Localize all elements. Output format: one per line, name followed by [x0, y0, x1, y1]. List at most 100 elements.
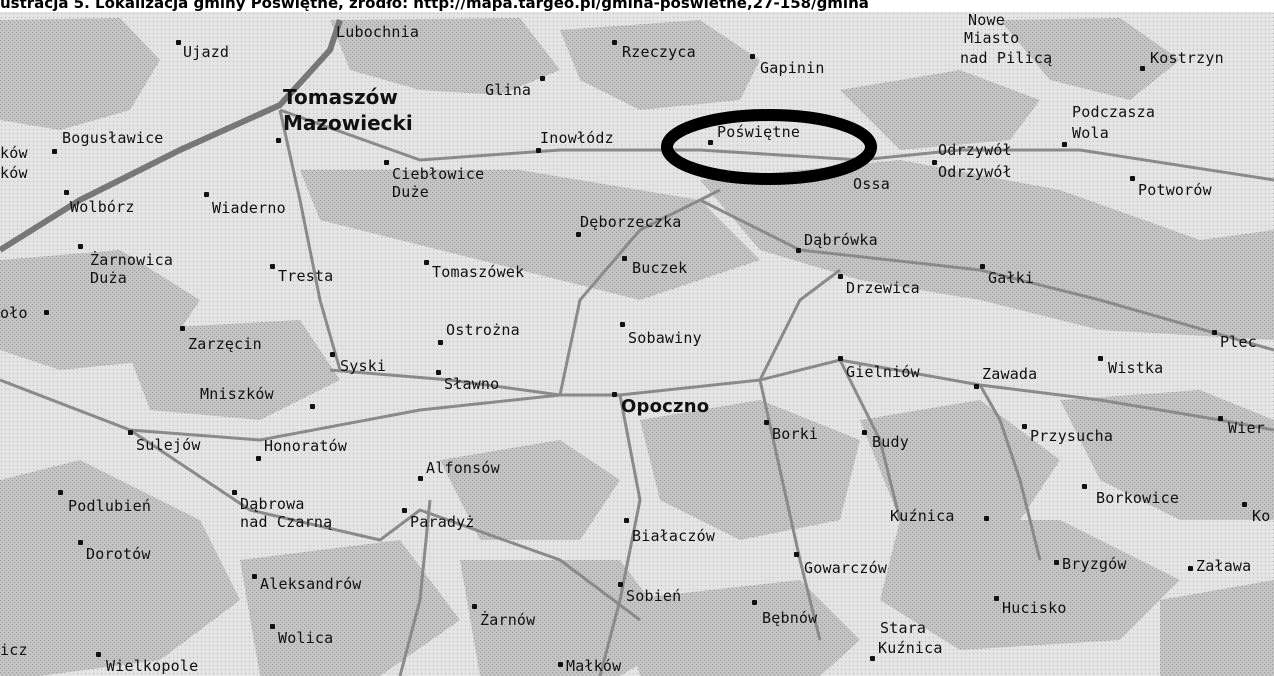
place-label-gapinin[interactable]: Gapinin [760, 59, 825, 77]
place-label-galki[interactable]: Gałki [988, 269, 1035, 287]
place-label-slawno[interactable]: Sławno [444, 375, 500, 393]
place-marker [624, 518, 629, 523]
place-label-wistka[interactable]: Wistka [1108, 359, 1164, 377]
place-label-bialaczow[interactable]: Białaczów [632, 527, 716, 545]
place-marker [1212, 330, 1217, 335]
place-label-zarzecin[interactable]: Zarzęcin [188, 335, 262, 353]
place-marker [1130, 176, 1135, 181]
place-label-budy[interactable]: Budy [872, 433, 909, 451]
place-label-wiaderno[interactable]: Wiaderno [212, 199, 286, 217]
place-label-wielkopole[interactable]: Wielkopole [106, 657, 199, 675]
place-label-nowe-miasto-3[interactable]: nad Pilicą [960, 49, 1053, 67]
place-label-wolica[interactable]: Wolica [278, 629, 334, 647]
place-label-tomaszow-2[interactable]: Mazowiecki [283, 111, 413, 135]
place-label-odrzywol[interactable]: Odrzywół [938, 141, 1012, 159]
place-label-paradyz[interactable]: Paradyż [410, 513, 475, 531]
place-label-aleksandrow[interactable]: Aleksandrów [260, 575, 362, 593]
place-label-podczasza[interactable]: Podczasza [1072, 103, 1156, 121]
place-marker [438, 340, 443, 345]
place-label-bebnow[interactable]: Bębnów [762, 609, 818, 627]
place-label-glina[interactable]: Glina [485, 81, 532, 99]
place-label-polo[interactable]: oło [0, 304, 28, 322]
place-label-mniszkow[interactable]: Mniszków [200, 385, 274, 403]
place-marker [932, 160, 937, 165]
place-label-kow-2[interactable]: ków [0, 164, 28, 182]
place-label-wier[interactable]: Wier [1228, 419, 1265, 437]
place-marker [764, 420, 769, 425]
place-label-kuznica[interactable]: Kuźnica [890, 507, 955, 525]
place-label-plec[interactable]: Plec [1220, 333, 1257, 351]
place-label-ujazd[interactable]: Ujazd [183, 43, 230, 61]
place-label-gielniow[interactable]: Gielniów [846, 363, 920, 381]
place-label-malkow[interactable]: Małków [566, 657, 622, 675]
place-label-przysucha[interactable]: Przysucha [1030, 427, 1114, 445]
place-label-stara-kuznica-2[interactable]: Kuźnica [878, 639, 943, 657]
place-label-nowe-miasto[interactable]: Nowe [968, 11, 1005, 29]
place-label-stara-kuznica[interactable]: Stara [880, 619, 927, 637]
place-label-zawada[interactable]: Zawada [982, 365, 1038, 383]
place-marker [1062, 142, 1067, 147]
place-label-odrzywol-2[interactable]: Odrzywół [938, 163, 1012, 181]
place-label-honoratow[interactable]: Honoratów [264, 437, 348, 455]
place-label-sulejow[interactable]: Sulejów [136, 436, 201, 454]
place-label-poswietne[interactable]: Poświętne [717, 123, 801, 141]
place-marker [270, 624, 275, 629]
place-label-potworow[interactable]: Potworów [1138, 181, 1212, 199]
place-label-deborzeczka[interactable]: Dęborzeczka [580, 213, 682, 231]
place-label-podlubien[interactable]: Podlubień [68, 497, 152, 515]
place-label-lubochnia[interactable]: Lubochnia [336, 23, 420, 41]
place-label-sobawiny[interactable]: Sobawiny [628, 329, 702, 347]
place-label-borki[interactable]: Borki [772, 425, 819, 443]
place-label-tomaszow[interactable]: Tomaszów [283, 85, 398, 109]
place-label-buczek[interactable]: Buczek [632, 259, 688, 277]
place-label-podczasza-2[interactable]: Wola [1072, 124, 1109, 142]
figure-caption: ustracja 5. Lokalizacja gminy Poświętne,… [0, 0, 869, 12]
place-marker [612, 392, 617, 397]
place-marker [256, 456, 261, 461]
place-label-syski[interactable]: Syski [340, 357, 387, 375]
place-marker [96, 652, 101, 657]
place-label-boguslawice[interactable]: Bogusławice [62, 129, 164, 147]
place-label-wolborz[interactable]: Wolbórz [70, 198, 135, 216]
place-marker [536, 148, 541, 153]
place-marker [1242, 502, 1247, 507]
place-label-dabrowka[interactable]: Dąbrówka [804, 231, 878, 249]
place-marker [1098, 356, 1103, 361]
place-marker [870, 656, 875, 661]
place-label-ostrozna[interactable]: Ostrożna [446, 321, 520, 339]
place-marker [270, 264, 275, 269]
place-marker [64, 190, 69, 195]
place-label-bryzgow[interactable]: Bryzgów [1062, 555, 1127, 573]
place-label-borkowice[interactable]: Borkowice [1096, 489, 1180, 507]
place-label-zalawa[interactable]: Zaława [1196, 557, 1252, 575]
place-label-tomaszowek[interactable]: Tomaszówek [432, 263, 525, 281]
place-label-sobien[interactable]: Sobień [626, 587, 682, 605]
place-label-tresta[interactable]: Tresta [278, 267, 334, 285]
place-label-drzewica[interactable]: Drzewica [846, 279, 920, 297]
place-label-cieblowice[interactable]: Ciebłowice [392, 165, 485, 183]
place-label-alfonsow[interactable]: Alfonsów [426, 459, 500, 477]
place-label-icz[interactable]: icz [0, 641, 28, 659]
place-label-dorotow[interactable]: Dorotów [86, 545, 151, 563]
place-label-inowlodz[interactable]: Inowłódz [540, 129, 614, 147]
place-label-kostrzyn[interactable]: Kostrzyn [1150, 49, 1224, 67]
place-label-rzeczyca[interactable]: Rzeczyca [622, 43, 696, 61]
place-label-cieblowice-2[interactable]: Duże [392, 183, 429, 201]
place-label-opoczno[interactable]: Opoczno [621, 396, 710, 417]
place-label-zarnow[interactable]: Żarnów [480, 611, 536, 629]
place-label-nowe-miasto-2[interactable]: Miasto [964, 29, 1020, 47]
place-label-ko[interactable]: Ko [1252, 507, 1271, 525]
place-marker [204, 192, 209, 197]
place-label-zarnowica-2[interactable]: Duża [90, 269, 127, 287]
place-label-ossa[interactable]: Ossa [853, 175, 890, 193]
place-marker [838, 274, 843, 279]
place-marker [402, 508, 407, 513]
place-label-dabrowa[interactable]: Dąbrowa [240, 495, 305, 513]
place-label-zarnowica[interactable]: Żarnowica [90, 251, 174, 269]
place-label-hucisko[interactable]: Hucisko [1002, 599, 1067, 617]
place-label-dabrowa-2[interactable]: nad Czarną [240, 513, 333, 531]
place-label-kow-1[interactable]: ków [0, 144, 28, 162]
place-label-gowarczow[interactable]: Gowarczów [804, 559, 888, 577]
